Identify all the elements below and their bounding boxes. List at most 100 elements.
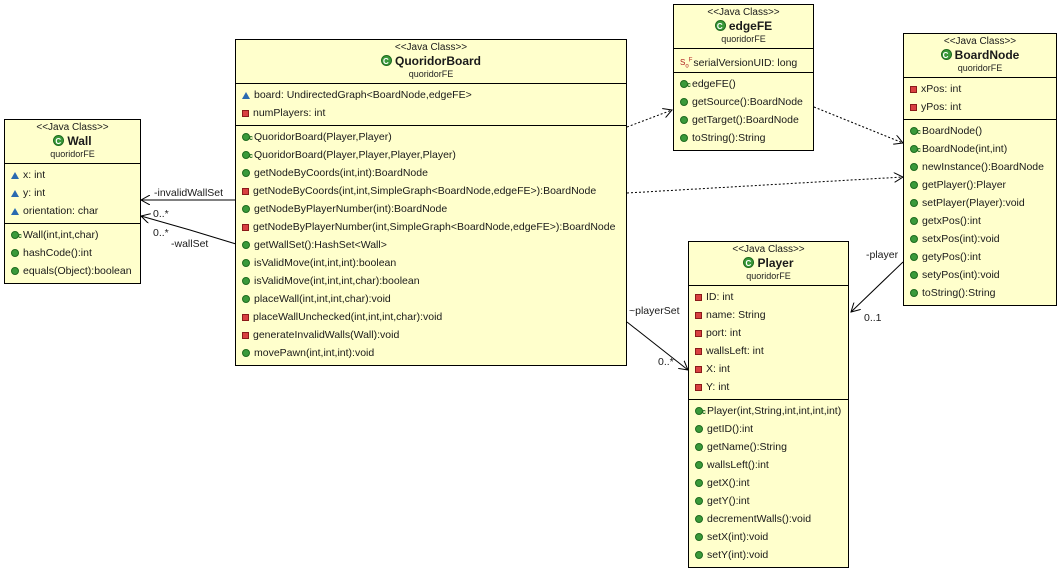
attribute-text: numPlayers: int bbox=[253, 107, 326, 119]
assoc-wall-set-line bbox=[141, 216, 237, 245]
method-hashcode[interactable]: hashCode():int bbox=[5, 244, 140, 262]
method-getypos[interactable]: getyPos():int bbox=[904, 248, 1056, 266]
attribute-text: board: UndirectedGraph<BoardNode,edgeFE> bbox=[254, 89, 472, 101]
mult-invalid-wall-set: 0..* bbox=[153, 208, 169, 220]
method-getnodebyplayernumber[interactable]: getNodeByPlayerNumber(int):BoardNode bbox=[236, 200, 626, 218]
class-package: quoridorFE bbox=[721, 34, 766, 44]
method-getnodebyplayernumber[interactable]: getNodeByPlayerNumber(int,SimpleGraph<Bo… bbox=[236, 218, 626, 236]
method-text: getPlayer():Player bbox=[922, 179, 1007, 191]
attribute-text: y: int bbox=[23, 187, 46, 199]
public-method-icon bbox=[242, 169, 250, 178]
method-text: QuoridorBoard(Player,Player,Player,Playe… bbox=[254, 149, 456, 161]
attribute-name[interactable]: name: String bbox=[689, 306, 848, 324]
method-text: edgeFE() bbox=[692, 78, 736, 90]
attribute-text: ID: int bbox=[706, 291, 734, 303]
class-package: quoridorFE bbox=[408, 69, 454, 79]
method-gettarget[interactable]: getTarget():BoardNode bbox=[674, 111, 813, 129]
method-text: Player(int,String,int,int,int,int) bbox=[707, 405, 842, 417]
public-method-icon bbox=[11, 249, 19, 258]
method-getx[interactable]: getX():int bbox=[689, 474, 848, 492]
method-newinstance[interactable]: newInstance():BoardNode bbox=[904, 158, 1056, 176]
class-stereotype: <<Java Class>> bbox=[394, 42, 468, 53]
private-member-icon bbox=[695, 383, 702, 391]
method-movepawn[interactable]: movePawn(int,int,int):void bbox=[236, 344, 626, 362]
method-text: setyPos(int):void bbox=[922, 269, 1000, 281]
attribute-numplayers[interactable]: numPlayers: int bbox=[236, 104, 626, 122]
method-isvalidmove[interactable]: isValidMove(int,int,int):boolean bbox=[236, 254, 626, 272]
method-tostring[interactable]: toString():String bbox=[904, 284, 1056, 302]
method-sety[interactable]: setY(int):void bbox=[689, 546, 848, 564]
method-text: movePawn(int,int,int):void bbox=[254, 347, 375, 359]
method-setypos[interactable]: setyPos(int):void bbox=[904, 266, 1056, 284]
method-text: equals(Object):boolean bbox=[23, 265, 132, 277]
method-getsource[interactable]: getSource():BoardNode bbox=[674, 93, 813, 111]
attribute-y[interactable]: Y: int bbox=[689, 378, 848, 396]
constructor-icon: c bbox=[910, 127, 921, 136]
class-quoridor-board[interactable]: <<Java Class>>QuoridorBoardquoridorFEboa… bbox=[235, 39, 627, 366]
public-method-icon bbox=[695, 497, 703, 506]
method-setxpos[interactable]: setxPos(int):void bbox=[904, 230, 1056, 248]
attributes-compartment: board: UndirectedGraph<BoardNode,edgeFE>… bbox=[236, 84, 626, 126]
method-text: placeWall(int,int,int,char):void bbox=[254, 293, 391, 305]
method-getplayer[interactable]: getPlayer():Player bbox=[904, 176, 1056, 194]
mult-wall-set: 0..* bbox=[153, 227, 169, 239]
attribute-y[interactable]: y: int bbox=[5, 184, 140, 202]
public-method-icon bbox=[910, 289, 918, 298]
private-member-icon bbox=[695, 293, 702, 301]
attribute-serialversionuid[interactable]: SoFserialVersionUID: long bbox=[674, 51, 813, 69]
method-getxpos[interactable]: getxPos():int bbox=[904, 212, 1056, 230]
attribute-ypos[interactable]: yPos: int bbox=[904, 98, 1056, 116]
method-text: generateInvalidWalls(Wall):void bbox=[253, 329, 400, 341]
attribute-x[interactable]: x: int bbox=[5, 166, 140, 184]
java-class-icon bbox=[940, 48, 952, 63]
method-isvalidmove[interactable]: isValidMove(int,int,int,char):boolean bbox=[236, 272, 626, 290]
method-gety[interactable]: getY():int bbox=[689, 492, 848, 510]
method-setplayer[interactable]: setPlayer(Player):void bbox=[904, 194, 1056, 212]
method-text: getNodeByPlayerNumber(int):BoardNode bbox=[254, 203, 448, 215]
method-placewall[interactable]: placeWall(int,int,int,char):void bbox=[236, 290, 626, 308]
method-text: getNodeByCoords(int,int,SimpleGraph<Boar… bbox=[253, 185, 597, 197]
method-getnodebycoords[interactable]: getNodeByCoords(int,int,SimpleGraph<Boar… bbox=[236, 182, 626, 200]
method-getid[interactable]: getID():int bbox=[689, 420, 848, 438]
method-text: Wall(int,int,char) bbox=[23, 229, 99, 241]
attributes-compartment: xPos: int yPos: int bbox=[904, 78, 1056, 120]
method-getname[interactable]: getName():String bbox=[689, 438, 848, 456]
attribute-wallsleft[interactable]: wallsLeft: int bbox=[689, 342, 848, 360]
attribute-x[interactable]: X: int bbox=[689, 360, 848, 378]
public-method-icon bbox=[242, 205, 250, 214]
attribute-port[interactable]: port: int bbox=[689, 324, 848, 342]
method-tostring[interactable]: toString():String bbox=[674, 129, 813, 147]
method-setx[interactable]: setX(int):void bbox=[689, 528, 848, 546]
private-member-icon bbox=[910, 85, 917, 93]
class-edge-fe[interactable]: <<Java Class>>edgeFEquoridorFESoFserialV… bbox=[673, 4, 814, 151]
attribute-text: name: String bbox=[706, 309, 766, 321]
method-generateinvalidwalls[interactable]: generateInvalidWalls(Wall):void bbox=[236, 326, 626, 344]
attribute-board[interactable]: board: UndirectedGraph<BoardNode,edgeFE> bbox=[236, 86, 626, 104]
method-decrementwalls[interactable]: decrementWalls():void bbox=[689, 510, 848, 528]
attribute-orientation[interactable]: orientation: char bbox=[5, 202, 140, 220]
label-player-set: ~playerSet bbox=[629, 305, 680, 317]
attribute-id[interactable]: ID: int bbox=[689, 288, 848, 306]
dependency-board-to-edge bbox=[626, 110, 672, 128]
method-wallsleft[interactable]: wallsLeft():int bbox=[689, 456, 848, 474]
attribute-xpos[interactable]: xPos: int bbox=[904, 80, 1056, 98]
class-name-text: Wall bbox=[67, 134, 92, 148]
method-equals[interactable]: equals(Object):boolean bbox=[5, 262, 140, 280]
public-method-icon bbox=[680, 134, 688, 143]
attribute-text: yPos: int bbox=[921, 101, 962, 113]
method-text: toString():String bbox=[692, 132, 766, 144]
method-getnodebycoords[interactable]: getNodeByCoords(int,int):BoardNode bbox=[236, 164, 626, 182]
method-placewallunchecked[interactable]: placeWallUnchecked(int,int,int,char):voi… bbox=[236, 308, 626, 326]
method-getwallset[interactable]: getWallSet():HashSet<Wall> bbox=[236, 236, 626, 254]
